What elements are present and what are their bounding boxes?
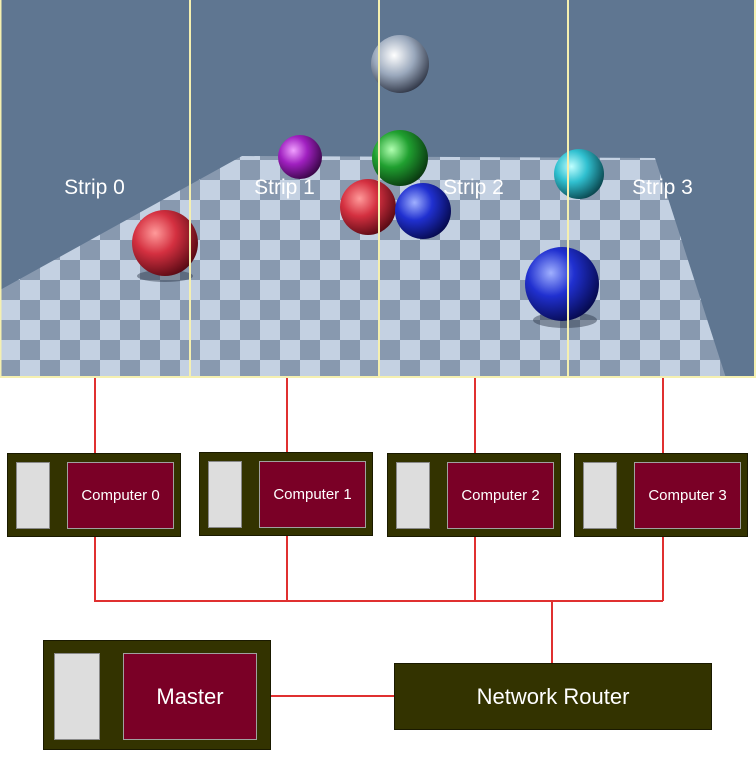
wire-computer3-down [662, 537, 664, 601]
wire-bus-to-router [551, 600, 553, 664]
master-computer: Master [43, 640, 271, 750]
blue-sphere-large [525, 247, 599, 321]
computer-label: Computer 3 [634, 462, 741, 529]
strip-divider [378, 0, 380, 378]
computer-2: Computer 2 [387, 453, 561, 537]
strip-label-1: Strip 1 [254, 176, 315, 199]
computer-label: Computer 2 [447, 462, 554, 529]
strip-divider [0, 376, 756, 378]
strip-label-2: Strip 2 [443, 176, 504, 199]
master-label: Master [123, 653, 257, 740]
cyan-sphere [554, 149, 604, 199]
drive-bay [583, 462, 617, 529]
wire-strip0-computer0 [94, 378, 96, 453]
computer-label: Computer 1 [259, 461, 366, 528]
strip-label-3: Strip 3 [632, 176, 693, 199]
wire-computer2-down [474, 537, 476, 601]
blue-sphere-small [395, 183, 451, 239]
strip-divider [754, 0, 756, 378]
strip-divider [189, 0, 191, 378]
computer-3: Computer 3 [574, 453, 748, 537]
strip-label-0: Strip 0 [64, 176, 125, 199]
network-router: Network Router [394, 663, 712, 730]
computer-label: Computer 0 [67, 462, 174, 529]
wire-strip1-computer1 [286, 378, 288, 452]
wire-strip2-computer2 [474, 378, 476, 453]
strip-divider [0, 0, 2, 378]
glass-sphere [371, 35, 429, 93]
green-sphere [372, 130, 428, 186]
purple-sphere [278, 135, 322, 179]
checkered-floor [0, 156, 726, 378]
computer-1: Computer 1 [199, 452, 373, 536]
drive-bay [16, 462, 50, 529]
wire-computer0-down [94, 537, 96, 601]
wire-master-router [270, 695, 395, 697]
wire-strip3-computer3 [662, 378, 664, 453]
drive-bay [396, 462, 430, 529]
computer-0: Computer 0 [7, 453, 181, 537]
strip-divider [567, 0, 569, 378]
wire-computer1-down [286, 536, 288, 601]
wire-bus [94, 600, 663, 602]
drive-bay [54, 653, 100, 740]
rendered-scene [0, 0, 756, 378]
drive-bay [208, 461, 242, 528]
red-sphere-center [340, 179, 396, 235]
red-sphere [132, 210, 198, 276]
